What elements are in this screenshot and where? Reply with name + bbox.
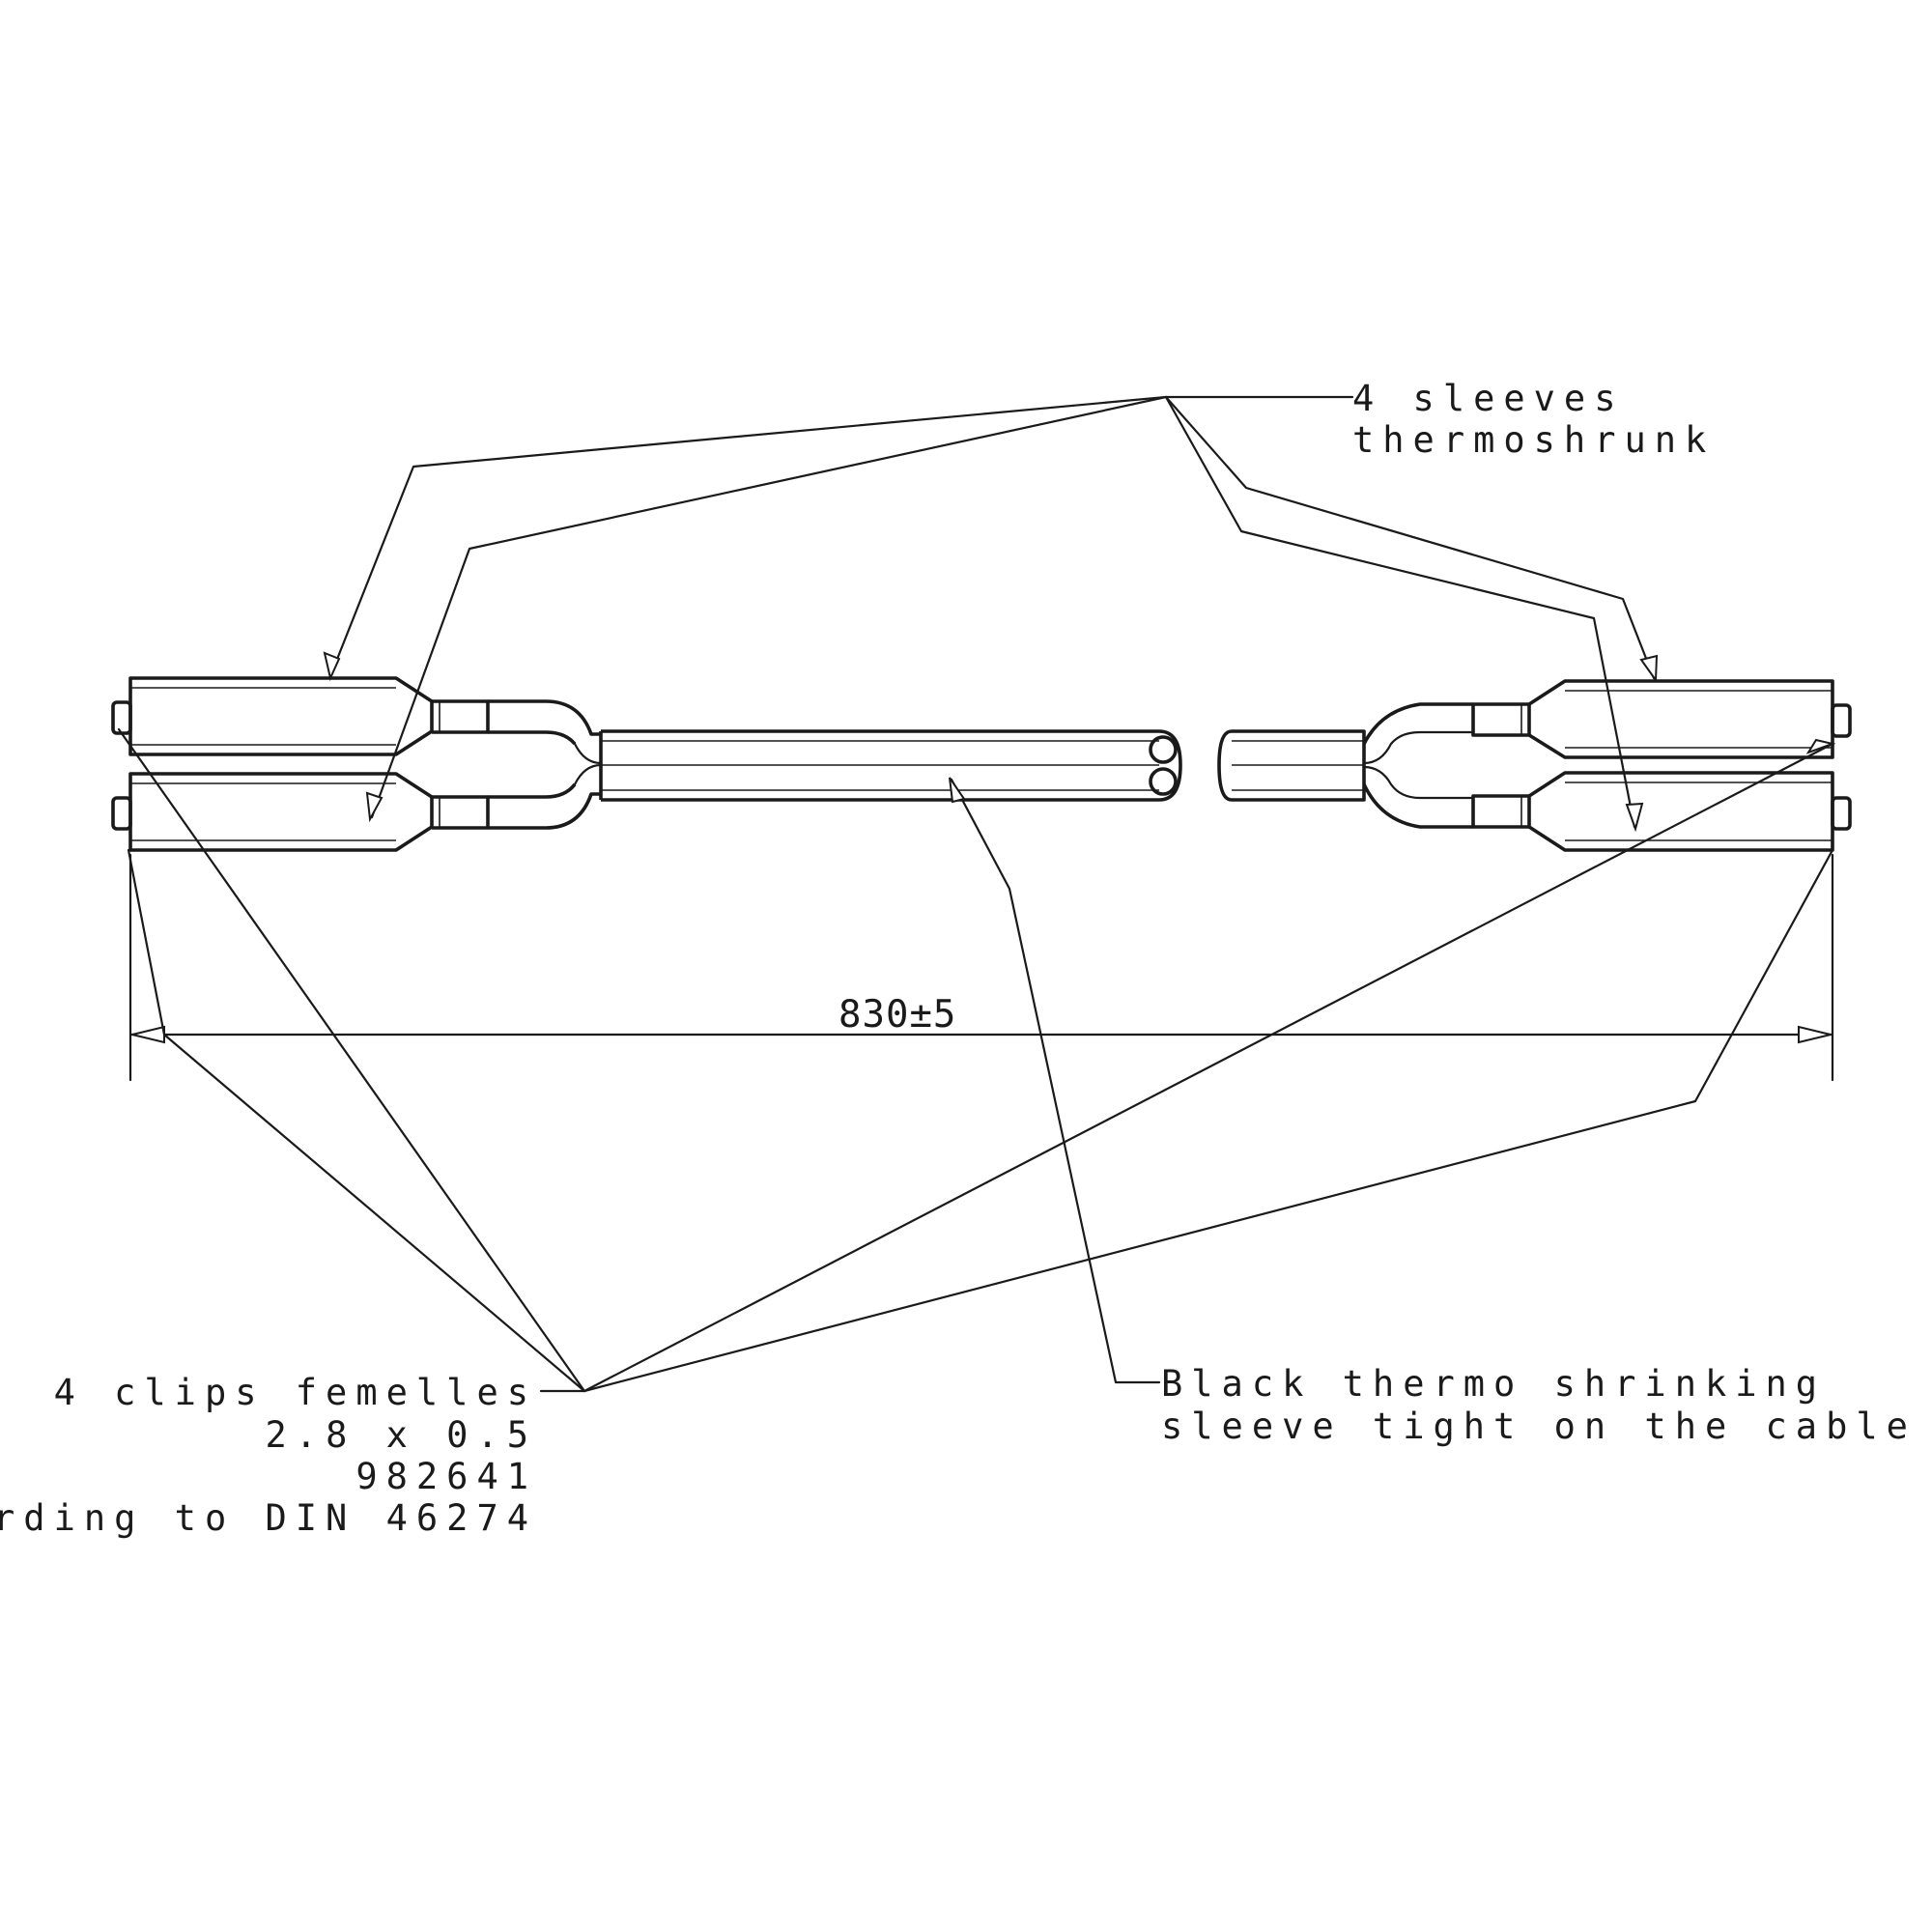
sleeves-label-line-1: 4 sleeves xyxy=(1352,378,1624,419)
clips-label: 4 clips femelles 2.8 x 0.5 982641 accord… xyxy=(0,1372,537,1539)
cable-left-segment xyxy=(599,729,1182,802)
overall-length-dimension: 830±5 xyxy=(128,853,1834,1082)
clips-label-line-2: 2.8 x 0.5 xyxy=(266,1414,537,1456)
sleeves-leaders xyxy=(323,395,1659,833)
sleeves-label-line-2: thermoshrunk xyxy=(1352,419,1715,461)
clips-label-line-1: 4 clips femelles xyxy=(54,1372,537,1413)
clips-leaders xyxy=(117,727,1836,1393)
right-upper-sleeve xyxy=(1528,679,1834,759)
right-connector xyxy=(1362,679,1852,852)
cable-sleeve-label-line-2: sleeve tight on the cable xyxy=(1161,1406,1917,1447)
left-upper-sleeve xyxy=(128,676,434,756)
cable-sleeve-label: Black thermo shrinking sleeve tight on t… xyxy=(1161,1363,1917,1447)
cable-right-segment xyxy=(1217,729,1366,802)
left-connector xyxy=(111,676,603,852)
left-lower-sleeve xyxy=(128,772,434,852)
cable-sleeve-label-line-1: Black thermo shrinking xyxy=(1161,1363,1826,1405)
clips-label-line-3: 982641 xyxy=(355,1456,537,1497)
sleeves-label: 4 sleeves thermoshrunk xyxy=(1352,378,1715,461)
right-lower-sleeve xyxy=(1528,771,1834,852)
clips-label-line-4: according to DIN 46274 xyxy=(0,1497,537,1539)
length-dimension-value: 830±5 xyxy=(838,993,956,1037)
cable-sleeve-leader xyxy=(949,777,1161,1384)
